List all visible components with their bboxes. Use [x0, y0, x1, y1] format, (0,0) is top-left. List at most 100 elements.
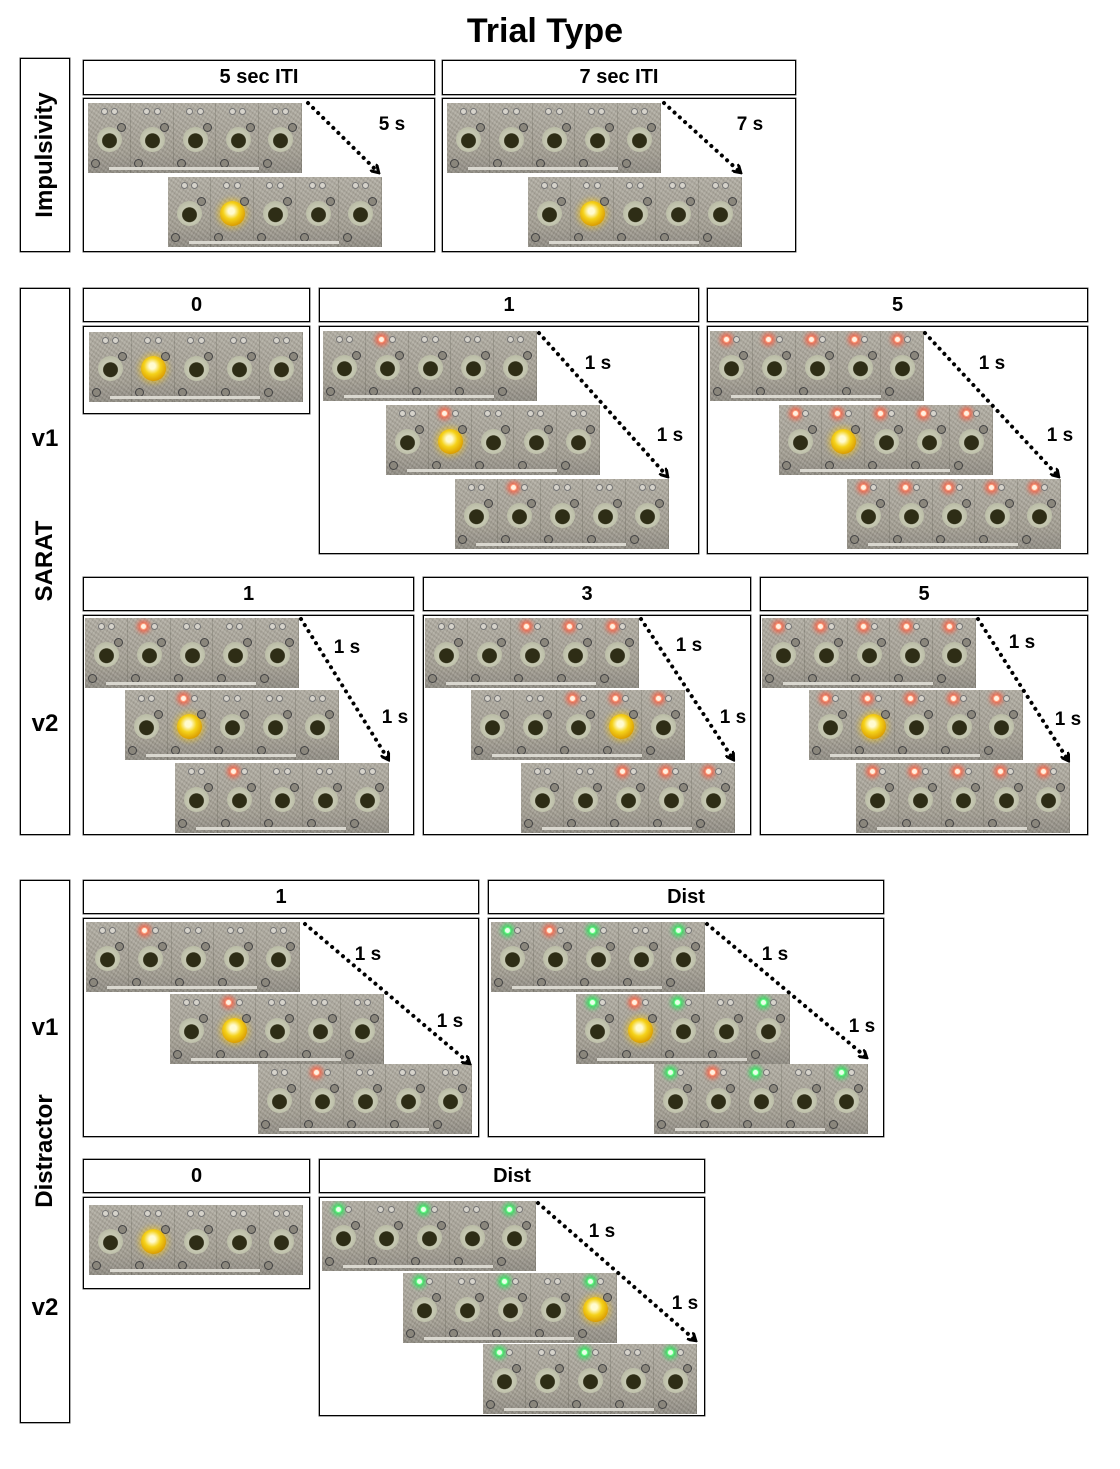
led-icon: [672, 767, 680, 775]
led-icon: [569, 409, 577, 417]
led-icon: [107, 622, 115, 630]
led-icon: [147, 694, 155, 702]
nose-poke-cell: [213, 994, 256, 1064]
nose-poke-cell: [662, 922, 705, 992]
screw-icon: [1021, 535, 1031, 544]
red-led-icon: [962, 409, 970, 417]
screw-icon: [344, 1050, 354, 1059]
screw-icon: [520, 941, 530, 951]
red-led-icon: [765, 335, 773, 343]
nose-poke-cell: [848, 618, 891, 688]
screw-icon: [893, 424, 903, 434]
screw-icon: [178, 819, 188, 828]
rail: [877, 827, 1028, 830]
led-icon: [366, 1068, 374, 1076]
led-icon: [319, 694, 327, 702]
led-icon: [502, 107, 510, 115]
screw-icon: [599, 674, 609, 683]
nose-poke-cell: [429, 405, 472, 475]
hole-icon: [183, 1228, 209, 1254]
green-led-icon: [495, 1348, 503, 1356]
led-icon: [190, 181, 198, 189]
chamber-photo: [322, 1201, 536, 1271]
hole-icon: [873, 428, 899, 454]
screw-icon: [395, 350, 405, 360]
screw-icon: [115, 941, 125, 951]
nose-poke-cell: [498, 479, 541, 549]
screw-icon: [640, 1363, 650, 1373]
screw-icon: [475, 1292, 485, 1302]
nose-poke-cell: [654, 1064, 697, 1134]
led-icon: [494, 409, 502, 417]
screw-icon: [1047, 498, 1057, 508]
screw-icon: [850, 535, 860, 544]
panel-header: 0: [83, 288, 310, 322]
hole-icon: [903, 713, 929, 739]
panel-header: 5 sec ITI: [83, 60, 435, 95]
nose-poke-cell: [984, 763, 1028, 833]
chamber-photo: [491, 922, 705, 992]
red-led-icon: [859, 483, 867, 491]
led-icon: [180, 181, 188, 189]
led-icon: [351, 181, 359, 189]
screw-icon: [791, 637, 801, 647]
screw-icon: [243, 941, 253, 951]
led-icon: [526, 409, 534, 417]
nose-poke-cell: [175, 332, 218, 402]
chamber-photo: [856, 763, 1070, 833]
hole-icon: [183, 355, 209, 381]
red-led-icon: [654, 694, 662, 702]
nose-poke-cell: [128, 618, 171, 688]
screw-icon: [197, 196, 207, 206]
nose-poke-cell: [386, 1064, 430, 1134]
screw-icon: [936, 674, 946, 683]
red-led-icon: [180, 694, 188, 702]
led-icon: [377, 1205, 385, 1213]
led-icon: [369, 767, 377, 775]
led-icon: [732, 335, 740, 343]
red-led-icon: [230, 767, 238, 775]
led-icon: [595, 483, 603, 491]
led-icon: [356, 1068, 364, 1076]
nose-poke-cell: [1027, 763, 1070, 833]
led-icon: [223, 694, 231, 702]
screw-icon: [966, 709, 976, 719]
led-icon: [388, 335, 396, 343]
chamber-photo: [258, 1064, 472, 1134]
nose-poke-cell: [583, 479, 627, 549]
led-icon: [421, 335, 429, 343]
nose-poke-cell: [557, 690, 600, 760]
led-icon: [587, 107, 595, 115]
nose-poke-cell: [514, 690, 557, 760]
chamber-photo: [809, 690, 1023, 760]
led-icon: [505, 1348, 513, 1356]
nose-poke-cell: [366, 331, 409, 401]
led-icon: [101, 336, 109, 344]
delay-label: 1 s: [436, 1011, 464, 1032]
lit-hole-icon: [608, 713, 634, 739]
hole-icon: [847, 354, 873, 380]
led-icon: [861, 335, 869, 343]
screw-icon: [325, 196, 335, 206]
screw-icon: [1030, 819, 1040, 828]
led-icon: [321, 998, 329, 1006]
chamber-photo: [168, 177, 382, 247]
chamber-photo: [455, 479, 669, 549]
delay-label: 1 s: [671, 1293, 699, 1314]
led-icon: [554, 1277, 562, 1285]
screw-icon: [557, 196, 567, 206]
screw-icon: [523, 350, 533, 360]
hole-icon: [417, 354, 443, 380]
screw-icon: [919, 637, 929, 647]
screw-icon: [432, 1292, 442, 1302]
hole-icon: [541, 126, 567, 152]
nose-poke-cell: [531, 1273, 575, 1343]
screw-icon: [812, 746, 822, 755]
nose-poke-cell: [447, 103, 490, 173]
screw-icon: [171, 233, 181, 242]
screw-icon: [282, 196, 292, 206]
hole-icon: [577, 1367, 603, 1393]
led-icon: [1050, 767, 1058, 775]
red-led-icon: [722, 335, 730, 343]
panel-header: 1: [83, 577, 414, 611]
